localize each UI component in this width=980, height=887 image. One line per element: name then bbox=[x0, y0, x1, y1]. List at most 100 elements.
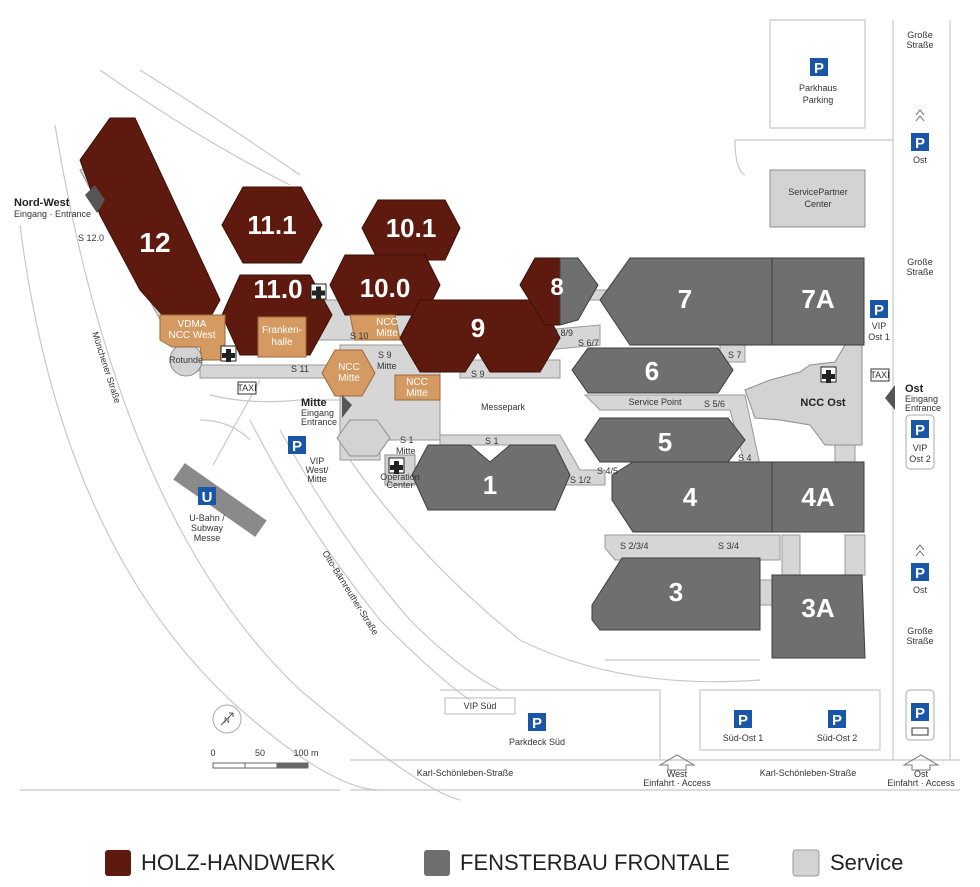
service-point-label: Service Point bbox=[628, 397, 682, 407]
parking-vip-ost1[interactable]: P VIP Ost 1 bbox=[868, 300, 890, 342]
servicepartner-center[interactable] bbox=[769, 169, 866, 228]
otto-label: Otto-Bärnreuther-Straße bbox=[320, 549, 380, 637]
vip-west-label-3: Mitte bbox=[307, 474, 327, 484]
ncc-mitte-box[interactable] bbox=[394, 374, 441, 401]
frankenhalle[interactable] bbox=[257, 316, 307, 358]
passage-s9: S 9 bbox=[471, 369, 485, 379]
hall-5[interactable] bbox=[584, 417, 746, 463]
hall-8-east[interactable] bbox=[559, 257, 599, 326]
parking-vip-west[interactable]: P VIP West/ Mitte bbox=[288, 436, 329, 484]
parkhaus-label-1: Parkhaus bbox=[799, 83, 838, 93]
hall-9[interactable] bbox=[399, 299, 561, 373]
parking-ost-mid[interactable]: P Ost bbox=[911, 563, 929, 595]
hall-4A[interactable] bbox=[771, 461, 865, 533]
hall-3[interactable] bbox=[591, 557, 761, 631]
hall-10-0[interactable] bbox=[329, 254, 441, 316]
taxi-label: TAXI bbox=[870, 370, 889, 380]
entrance-mitte[interactable]: Mitte Eingang Entrance bbox=[301, 395, 352, 427]
hall-8-label: 8 bbox=[550, 274, 563, 301]
legend-fenster-swatch bbox=[424, 850, 450, 876]
hall-1[interactable] bbox=[411, 444, 571, 511]
operation-label-1: Operation bbox=[380, 472, 420, 482]
ncc-ost-building[interactable] bbox=[744, 344, 863, 446]
p-symbol: P bbox=[915, 705, 925, 722]
parking-suedost1[interactable]: P Süd-Ost 1 bbox=[723, 710, 764, 743]
hall-9-label: 9 bbox=[471, 313, 485, 343]
entrance-nordwest[interactable]: Nord-West Eingang · Entrance bbox=[14, 185, 105, 219]
parking-vip-sued[interactable]: VIP Süd bbox=[444, 697, 516, 715]
p-symbol: P bbox=[915, 565, 925, 582]
west-access-label-1: West bbox=[667, 769, 688, 779]
hall-4-label: 4 bbox=[683, 482, 698, 512]
first-aid-icon bbox=[388, 457, 405, 474]
subway-track bbox=[173, 463, 267, 537]
ost-access-label-2: Einfahrt · Access bbox=[887, 778, 955, 788]
messepark-label: Messepark bbox=[481, 402, 526, 412]
p-symbol: P bbox=[832, 712, 842, 729]
scale-0: 0 bbox=[210, 748, 215, 758]
ubahn-station[interactable]: U U-Bahn / Subway Messe bbox=[189, 487, 225, 543]
ncc-ost-label: NCC Ost bbox=[800, 397, 846, 409]
hall-7A[interactable] bbox=[771, 257, 865, 346]
ost-access-arrow-icon bbox=[902, 754, 940, 771]
hall-12[interactable] bbox=[79, 117, 221, 319]
p-symbol: P bbox=[738, 712, 748, 729]
passage-s1-mitte-1: S 1 bbox=[400, 435, 414, 445]
ncc-west-label-1: VDMA bbox=[178, 319, 207, 330]
parking-ost-top[interactable]: P Ost bbox=[911, 133, 929, 165]
rotunde-label: Rotunde bbox=[169, 355, 203, 365]
mitte-label-3: Entrance bbox=[301, 417, 337, 427]
parking-parkdeck-sued[interactable]: P Parkdeck Süd bbox=[509, 713, 565, 747]
ncc-mitte-top-label-1: NCC bbox=[376, 317, 398, 328]
entrance-ost[interactable]: Ost Eingang Entrance bbox=[885, 383, 941, 413]
first-aid-icon bbox=[220, 345, 237, 362]
ost-label-1: Ost bbox=[905, 383, 924, 395]
ost-arrow-icon bbox=[885, 385, 895, 410]
ncc-west[interactable] bbox=[159, 314, 226, 361]
parking-parkhaus[interactable]: P Parkhaus Parking bbox=[799, 58, 838, 105]
u-symbol: U bbox=[202, 489, 213, 506]
hall-1-label: 1 bbox=[483, 470, 497, 500]
parking-icon bbox=[288, 436, 306, 454]
p-symbol: P bbox=[814, 60, 824, 77]
passage-s89: S 8/9 bbox=[552, 328, 573, 338]
ubahn-label-2: Subway bbox=[191, 523, 224, 533]
hall-7A-label: 7A bbox=[801, 284, 834, 314]
hall-3A[interactable] bbox=[771, 574, 866, 659]
west-access[interactable]: West Einfahrt · Access bbox=[643, 754, 711, 788]
ubahn-label-3: Messe bbox=[194, 533, 221, 543]
nordwest-arrow-icon bbox=[85, 185, 105, 213]
ncc-mitte-hex-label-2: Mitte bbox=[338, 373, 360, 384]
vip-west-label-2: West/ bbox=[306, 465, 329, 475]
legend-holz-label: HOLZ-HANDWERK bbox=[141, 850, 336, 875]
scale-bar: 0 50 100 m bbox=[210, 748, 319, 769]
ost-label-3: Entrance bbox=[905, 403, 941, 413]
parking-icon bbox=[911, 420, 929, 438]
p-symbol: P bbox=[292, 438, 302, 455]
ncc-mitte-hex[interactable] bbox=[321, 349, 376, 397]
ost-top-label: Ost bbox=[913, 155, 928, 165]
vip-ost2-label-1: VIP bbox=[913, 443, 928, 453]
passage-s11: S 11 bbox=[291, 364, 309, 374]
svg-text:N: N bbox=[224, 716, 230, 725]
parking-suedost2[interactable]: P Süd-Ost 2 bbox=[817, 710, 858, 743]
vip-west-label-1: VIP bbox=[310, 456, 325, 466]
parking-icon bbox=[734, 710, 752, 728]
grosse-2-label-b: Straße bbox=[906, 267, 933, 277]
road-network bbox=[19, 19, 960, 801]
ncc-mitte-top-label-2: Mitte bbox=[376, 328, 398, 339]
parking-vip-ost2[interactable]: P VIP Ost 2 bbox=[905, 414, 935, 470]
parking-bus[interactable]: P bbox=[905, 689, 935, 741]
suedost1-label: Süd-Ost 1 bbox=[723, 733, 764, 743]
ncc-mitte-top[interactable] bbox=[349, 314, 401, 341]
muenchener-label: Münchener Straße bbox=[90, 331, 123, 405]
passage-s12b: S 1/2 bbox=[570, 475, 591, 485]
hall-6[interactable] bbox=[571, 347, 734, 394]
hall-11-1[interactable] bbox=[221, 186, 323, 264]
grosse-3-label-a: Große bbox=[907, 626, 933, 636]
vip-ost1-label-1: VIP bbox=[872, 321, 887, 331]
ost-access[interactable]: Ost Einfahrt · Access bbox=[887, 754, 955, 788]
passage-s234: S 2/3/4 bbox=[620, 541, 649, 551]
legend-fenster-label: FENSTERBAU FRONTALE bbox=[460, 850, 730, 875]
